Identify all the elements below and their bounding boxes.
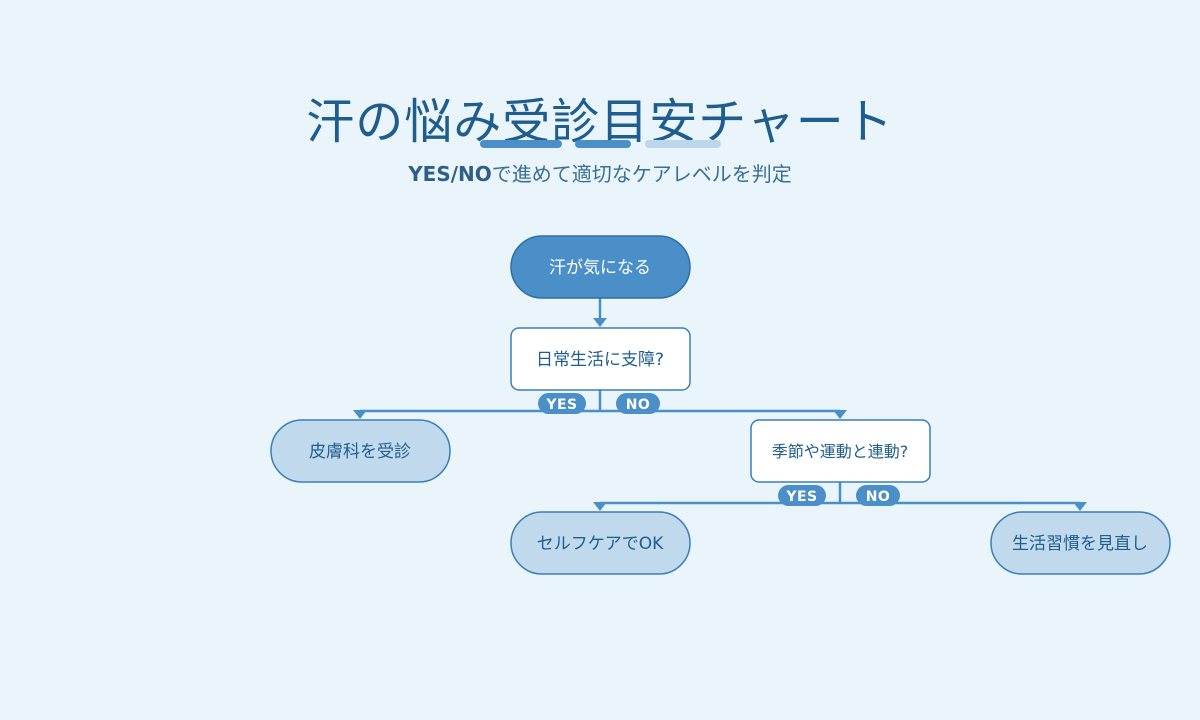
question-node-2: 季節や運動と連動?: [750, 419, 931, 483]
result-selfcare-label: セルフケアでOK: [537, 534, 664, 554]
result-lifestyle-node: 生活習慣を見直し: [990, 511, 1171, 575]
arrowhead-to-lifestyle: [1073, 502, 1087, 511]
result-selfcare-node: セルフケアでOK: [510, 511, 691, 575]
title-accent-bar-2: [575, 140, 631, 148]
page-subtitle: YES/NOで進めて適切なケアレベルを判定: [0, 158, 1200, 187]
q1-yes-pill: YES: [538, 393, 586, 414]
result-dermatology-label: 皮膚科を受診: [309, 442, 411, 462]
question-node-1-label: 日常生活に支障?: [536, 350, 664, 370]
start-node-label: 汗が気になる: [549, 258, 651, 278]
title-accent-bar-3: [645, 140, 721, 148]
question-node-2-label: 季節や運動と連動?: [772, 442, 909, 461]
start-node: 汗が気になる: [510, 235, 691, 299]
arrowhead-to-selfcare: [593, 502, 607, 511]
result-dermatology-node: 皮膚科を受診: [270, 419, 451, 483]
q1-yes-label: YES: [545, 397, 577, 413]
q1-no-pill: NO: [616, 393, 660, 414]
arrowhead-to-dermatology: [353, 410, 367, 419]
q2-yes-label: YES: [785, 489, 817, 505]
q2-yes-pill: YES: [778, 485, 826, 506]
q1-no-label: NO: [626, 397, 651, 413]
title-accent-bar-1: [480, 140, 562, 148]
q2-no-label: NO: [866, 489, 891, 505]
arrowhead-to-q2: [833, 410, 847, 419]
subtitle-rest: で進めて適切なケアレベルを判定: [491, 162, 792, 186]
arrowhead-to-q1: [593, 318, 607, 327]
result-lifestyle-label: 生活習慣を見直し: [1012, 534, 1148, 554]
q2-no-pill: NO: [856, 485, 900, 506]
subtitle-strong: YES/NO: [408, 162, 492, 186]
question-node-1: 日常生活に支障?: [510, 327, 691, 391]
